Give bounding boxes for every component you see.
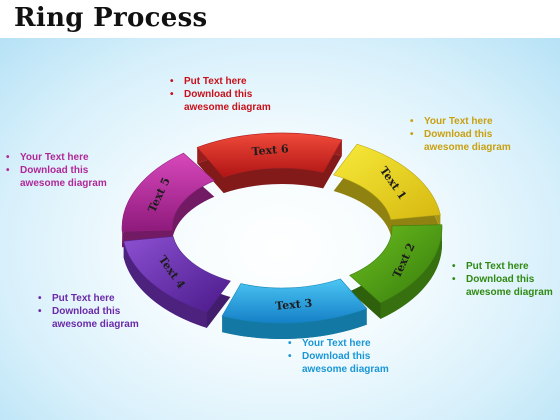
note-left: •Your Text here •Download this awesome d… [2,151,122,190]
segment-text-2-wall [380,224,442,319]
segment-text-4: Text 4 [123,236,231,328]
diagram-background [0,38,560,420]
note-top-bullet-2: •Download this awesome diagram [170,89,271,113]
header-bar: Ring Process [0,0,560,38]
bullet-icon: • [6,152,10,163]
bullet-icon: • [170,76,174,87]
note-bottom-left-bullet-2: •Download this awesome diagram [38,306,139,330]
segment-text-3-wall [222,308,367,339]
bullet-icon: • [288,351,292,362]
bullet-icon: • [6,165,10,176]
bullet-icon: • [38,293,42,304]
bullet-icon: • [452,274,456,285]
note-left-bullet-1: •Your Text here [6,152,89,163]
segment-text-3: Text 3 [221,278,368,340]
note-top-right-bullet-2: •Download this awesome diagram [410,129,511,153]
segment-text-6-top [196,132,343,178]
note-bottom-left: •Put Text here •Download this awesome di… [34,292,154,331]
note-top-right: •Your Text here •Download this awesome d… [406,115,526,154]
segment-text-1-top [333,143,441,220]
note-bottom-bullet-2: •Download this awesome diagram [288,351,389,375]
segment-text-1: Text 1 [333,143,441,236]
note-right-bullet-2: •Download this awesome diagram [452,274,553,298]
segment-text-6-label: Text 6 [251,142,289,158]
note-top: •Put Text here •Download this awesome di… [166,75,286,114]
note-bottom: •Your Text here •Download this awesome d… [284,337,404,376]
note-top-right-bullet-1: •Your Text here [410,116,493,127]
bullet-icon: • [288,338,292,349]
bullet-icon: • [38,306,42,317]
bullet-icon: • [410,116,414,127]
segment-text-3-label: Text 3 [275,297,313,313]
note-top-bullet-1: •Put Text here [170,76,247,87]
segment-text-4-wall [123,241,207,328]
note-right: •Put Text here •Download this awesome di… [448,260,558,299]
segment-text-6: Text 6 [196,132,343,194]
note-bottom-left-bullet-1: •Put Text here [38,293,115,304]
segment-text-4-top [123,236,231,313]
segment-text-5-top [121,152,215,232]
note-right-bullet-1: •Put Text here [452,261,529,272]
segment-text-3-top [221,278,368,324]
note-bottom-bullet-1: •Your Text here [288,338,371,349]
segment-text-5: Text 5 [121,152,215,248]
page-title: Ring Process [14,3,208,33]
segment-text-2: Text 2 [349,224,443,319]
bullet-icon: • [170,89,174,100]
bullet-icon: • [452,261,456,272]
segment-text-2-top [349,224,443,304]
note-left-bullet-2: •Download this awesome diagram [6,165,107,189]
bullet-icon: • [410,129,414,140]
